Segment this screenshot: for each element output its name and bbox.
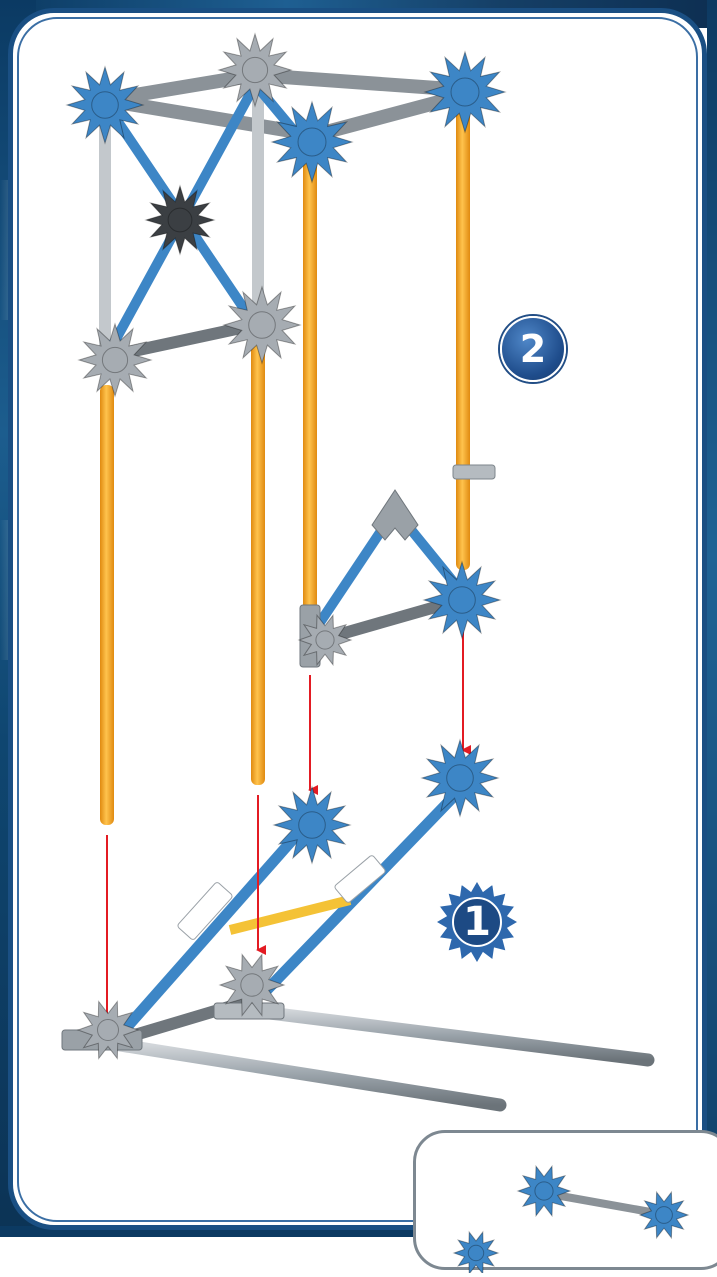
blue-connector [640,1192,688,1238]
blue-connector [518,1166,570,1215]
instruction-page: 2 1 [0,0,717,1237]
assembly-diagram [0,0,717,1237]
gray-connector [79,324,151,396]
step-number-star: 1 [435,880,519,964]
gray-corner-connector [372,490,418,540]
inset-preview-diagram [416,1133,717,1273]
blue-connector [424,562,500,638]
blue-connector [422,740,498,816]
orange-rod [100,385,114,825]
gray-rod [320,600,460,640]
orange-rod [251,340,265,785]
gray-base-rod [120,1045,500,1105]
orange-rod [303,160,317,610]
blue-connector [67,67,143,143]
gray-clip [453,465,495,479]
orange-rod [456,110,470,570]
blue-connector [425,52,505,132]
step-number-badge: 2 [500,316,566,382]
base-assembly [62,790,648,1105]
inset-connector-group [454,1166,688,1273]
gray-base-rod [245,1010,648,1060]
inset-preview-panel [413,1130,717,1270]
blue-connector [454,1232,498,1273]
gray-connector [219,34,291,106]
